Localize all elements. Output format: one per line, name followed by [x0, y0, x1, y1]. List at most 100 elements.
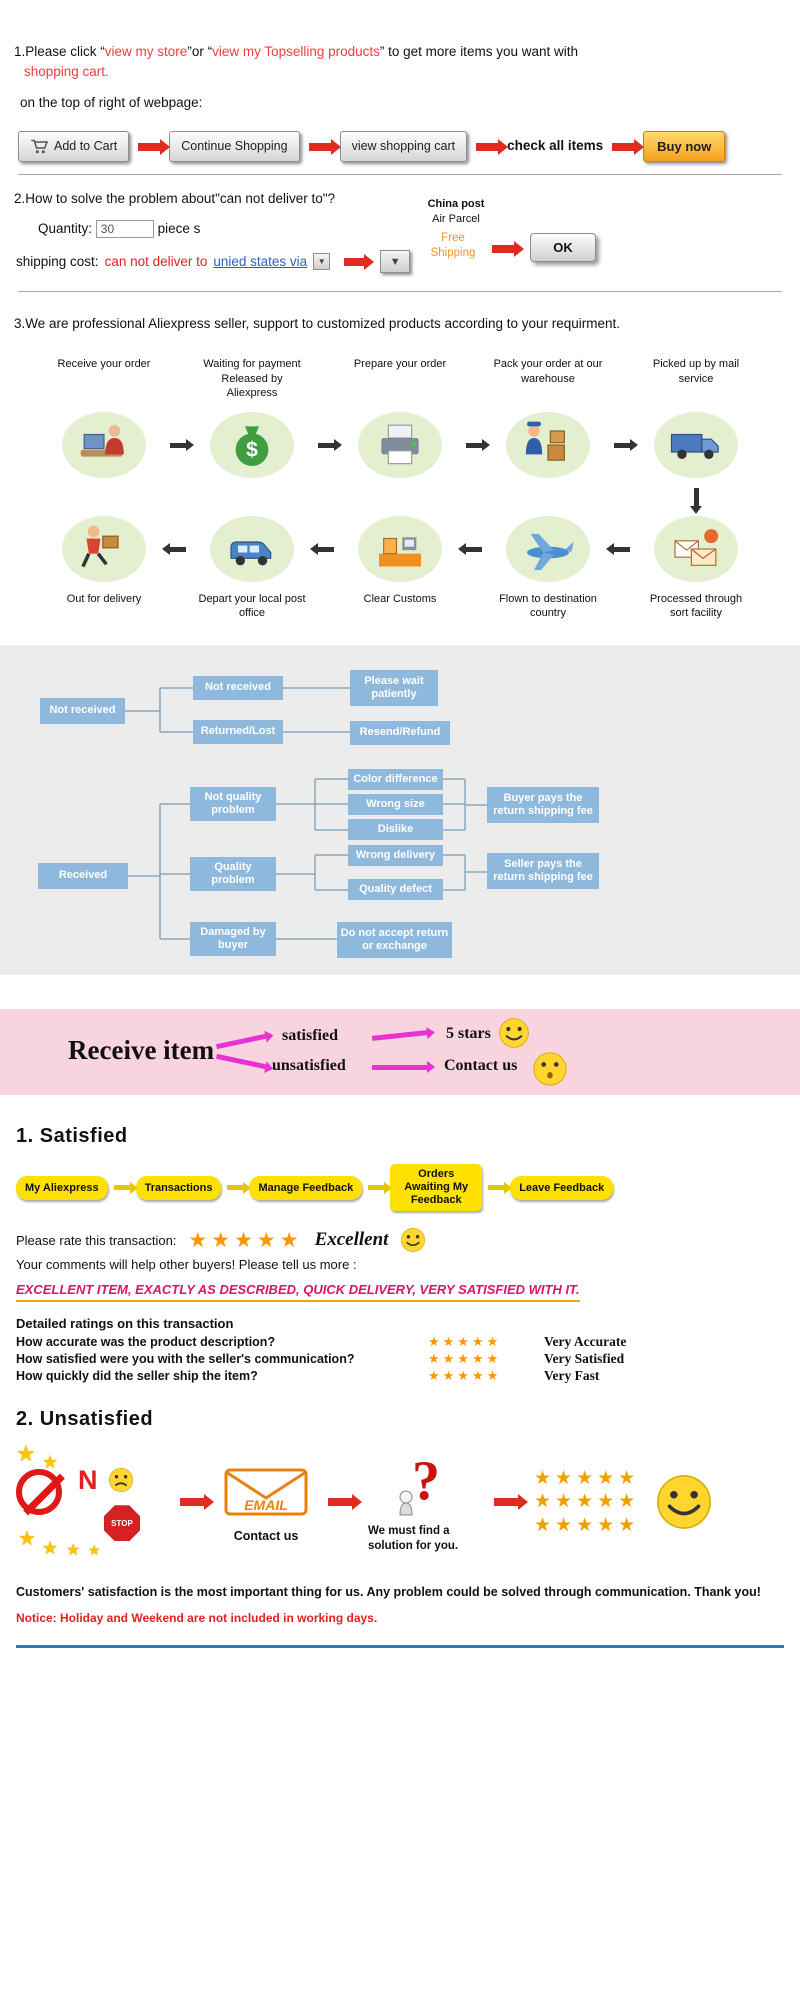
buy-now-button[interactable]: Buy now: [643, 130, 726, 163]
arrow-right-icon: [138, 142, 161, 151]
excellent-text: Excellent: [314, 1229, 389, 1251]
continue-shopping-button[interactable]: Continue Shopping: [169, 131, 300, 162]
rate-label: Please rate this transaction:: [16, 1232, 177, 1248]
pack-order-icon: [506, 412, 590, 479]
cart-icon: [31, 139, 49, 154]
nav-leave-feedback[interactable]: Leave Feedback: [510, 1175, 614, 1200]
big-smiley-icon: [657, 1475, 711, 1530]
arrow-right-icon: [466, 442, 482, 448]
flow-box-received-root: Received: [38, 862, 128, 889]
flow-box-quality-problem: Quality problem: [190, 856, 276, 891]
flow-heading: 3.We are professional Aliexpress seller,…: [14, 316, 621, 332]
section-store-tip: 1.Please click “view my store”or “view m…: [0, 0, 800, 176]
prepare-order-icon: [358, 412, 442, 479]
arrow-right-icon: [344, 257, 365, 266]
flow-box-not-received: Not received: [193, 675, 283, 700]
clear-customs-icon: [358, 516, 442, 583]
order-flow-diagram: Receive your order Waiting for payment R…: [45, 357, 755, 620]
view-topselling-link[interactable]: view my Topselling products: [212, 44, 380, 59]
arrow-left-icon: [318, 546, 334, 552]
flow-box-please-wait: Please wait patiently: [350, 669, 438, 706]
arrow-right-icon: [494, 1498, 518, 1507]
star-row: ★★★★★: [534, 1491, 640, 1513]
flow-box-not-received-root: Not received: [40, 697, 125, 724]
unsatisfied-flow-row: ★ ★ N STOP ★ ★ ★ ★ EMAIL: [16, 1443, 784, 1561]
solution-block: ? We must find a solution for you.: [368, 1450, 478, 1553]
nav-my-aliexpress[interactable]: My Aliexpress: [16, 1175, 108, 1200]
flow-top-labels: Receive your order Waiting for payment R…: [45, 357, 755, 400]
no-bad-rating-cluster: ★ ★ N STOP ★ ★ ★ ★: [16, 1443, 164, 1561]
post-office-van-icon: [210, 516, 294, 583]
step-label: Clear Customs: [363, 593, 437, 606]
five-star-rating[interactable]: ★★★★★: [428, 1334, 502, 1350]
divider: [18, 174, 782, 176]
flow-bottom-icons: [45, 516, 755, 583]
arrow-right-icon: [216, 1033, 266, 1049]
free-shipping-label: Free Shipping: [430, 232, 476, 259]
nav-transactions[interactable]: Transactions: [135, 1175, 222, 1200]
view-shopping-cart-button[interactable]: view shopping cart: [339, 131, 468, 162]
add-to-cart-button[interactable]: Add to Cart: [18, 131, 130, 162]
bottom-divider: [16, 1645, 784, 1649]
flow-box-dislike: Dislike: [348, 818, 443, 840]
step-label: Out for delivery: [66, 593, 142, 606]
flow-down-connector: [45, 482, 755, 512]
arrow-right-icon: [113, 1185, 130, 1191]
arrow-right-icon: [492, 245, 514, 254]
star-icon: ★: [42, 1452, 59, 1473]
nav-orders-awaiting-feedback[interactable]: Orders Awaiting My Feedback: [390, 1163, 483, 1212]
unsatisfied-heading: 2. Unsatisfied: [16, 1408, 154, 1431]
contact-us-label: Contact us: [233, 1528, 299, 1543]
email-icon: EMAIL: [224, 1468, 308, 1516]
comments-help-line: Your comments will help other buyers! Pl…: [16, 1257, 357, 1273]
quantity-input[interactable]: [95, 220, 154, 239]
tip-text: 1.Please click “: [14, 44, 105, 59]
arrow-left-icon: [170, 546, 186, 552]
star-row: ★★★★★: [534, 1467, 640, 1489]
arrow-right-icon: [476, 142, 499, 151]
quantity-unit: piece s: [157, 221, 201, 237]
ok-button[interactable]: OK: [530, 233, 596, 263]
airplane-icon: [506, 516, 590, 583]
quiet-smiley-icon: [533, 1052, 567, 1086]
arrow-down-icon: [693, 488, 699, 507]
five-star-rating[interactable]: ★★★★★: [428, 1368, 502, 1384]
smiley-icon: [401, 1228, 426, 1253]
step-label: Processed through sort facility: [649, 593, 743, 620]
section-unsatisfied: 2. Unsatisfied ★ ★ N STOP ★ ★ ★ ★: [0, 1384, 800, 1561]
dropdown-button[interactable]: ▼: [380, 250, 411, 274]
holiday-notice: Notice: Holiday and Weekend are not incl…: [16, 1611, 378, 1626]
flow-box-quality-defect: Quality defect: [348, 878, 443, 900]
rating-question: How quickly did the seller ship the item…: [16, 1369, 258, 1384]
receive-item-banner: Receive item satisfied unsatisfied 5 sta…: [0, 1008, 800, 1095]
tip-line-1: 1.Please click “view my store”or “view m…: [14, 42, 786, 83]
flow-box-seller-pays: Seller pays the return shipping fee: [487, 852, 599, 889]
flow-box-no-return: Do not accept return or exchange: [337, 921, 452, 958]
step-label: Picked up by mail service: [652, 358, 740, 385]
flowchart-connectors: [125, 686, 487, 940]
view-my-store-link[interactable]: view my store: [104, 44, 188, 59]
svg-text:EMAIL: EMAIL: [244, 1497, 288, 1513]
detailed-ratings-heading: Detailed ratings on this transaction: [16, 1316, 234, 1332]
satisfied-heading: 1. Satisfied: [16, 1124, 128, 1147]
step-label: Receive your order: [57, 358, 151, 371]
rating-label: Very Accurate: [544, 1334, 627, 1350]
arrow-left-icon: [614, 546, 630, 552]
arrow-left-icon: [466, 546, 482, 552]
five-star-rating[interactable]: ★★★★★: [188, 1228, 303, 1252]
arrow-right-icon: [328, 1498, 352, 1507]
five-star-rating[interactable]: ★★★★★: [428, 1351, 502, 1367]
country-dropdown-icon[interactable]: ▼: [313, 253, 331, 271]
star-icon: ★: [16, 1441, 36, 1467]
tip-text: ” to get more items you want with: [379, 44, 578, 59]
flow-box-color-difference: Color difference: [348, 768, 443, 790]
country-link[interactable]: unied states via: [213, 254, 308, 270]
nav-manage-feedback[interactable]: Manage Feedback: [249, 1175, 363, 1200]
contact-us-text: Contact us: [444, 1056, 518, 1074]
arrow-right-icon: [318, 442, 334, 448]
quantity-label: Quantity:: [38, 221, 93, 237]
sort-facility-icon: [654, 516, 738, 583]
svg-text:?: ?: [412, 1451, 440, 1512]
receive-item-title: Receive item: [68, 1034, 215, 1065]
